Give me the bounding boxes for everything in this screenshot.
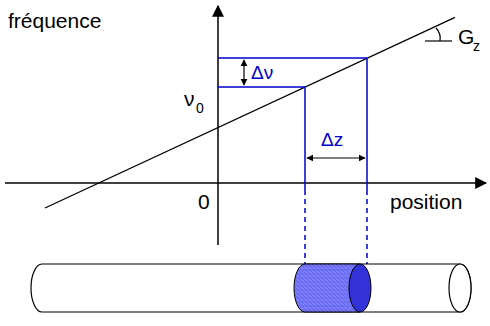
delta-nu-arrow (243, 60, 244, 85)
construction-lines (218, 58, 367, 266)
origin-label: 0 (198, 191, 210, 212)
position-axis (5, 182, 486, 184)
gradient-line (45, 17, 455, 208)
axis-title: fréquence (8, 10, 101, 31)
frequency-subscript: 0 (196, 101, 204, 115)
angle-arc (436, 28, 440, 41)
angle-stub (425, 40, 452, 41)
slice-thickness: Δz (321, 130, 343, 149)
frequency-axis (217, 6, 219, 245)
frequency-symbol: ν (184, 88, 195, 109)
gradient-subscript: z (473, 39, 480, 53)
axis-title: position (390, 191, 462, 212)
sample-cylinder (31, 264, 471, 312)
delta-z-arrow (307, 157, 365, 158)
gradient-symbol: G (458, 26, 474, 47)
frequency-interval: Δν (251, 63, 273, 82)
